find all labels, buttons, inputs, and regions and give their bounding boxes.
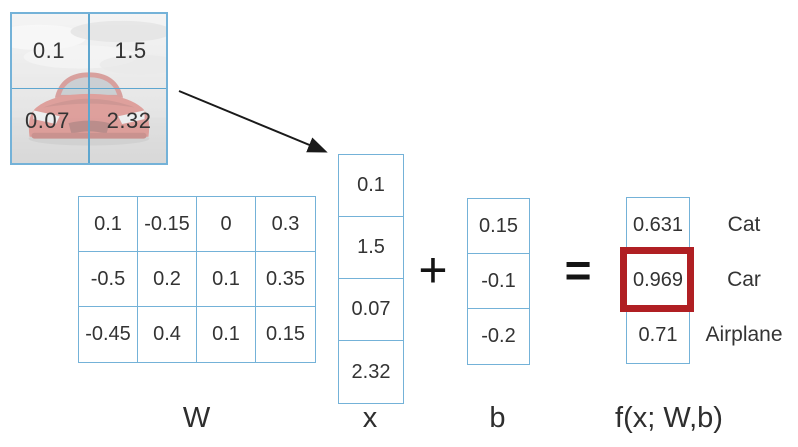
score-vector: 0.631 0.969 0.71 (626, 197, 690, 364)
arrow-icon (178, 90, 328, 153)
x-label: x (362, 402, 378, 434)
pixel-value: 0.07 (24, 108, 70, 134)
patch-grid-horizontal-line (12, 87, 166, 90)
score-cell-airplane: 0.71 (627, 308, 689, 363)
equals-operator: = (564, 244, 592, 296)
class-label-cat: Cat (727, 212, 761, 236)
matrix-cell: 0.35 (256, 252, 315, 307)
matrix-cell: 0.15 (256, 307, 315, 362)
vector-cell: -0.1 (468, 254, 529, 309)
matrix-cell: 0.1 (197, 252, 256, 307)
matrix-cell: 0.1 (197, 307, 256, 362)
pixel-value: 2.32 (106, 108, 152, 134)
vector-cell: 1.5 (339, 217, 403, 279)
bias-vector: 0.15 -0.1 -0.2 (467, 198, 530, 365)
x-vector: 0.1 1.5 0.07 2.32 (338, 154, 404, 404)
pixel-value: 0.1 (32, 38, 65, 64)
matrix-cell: 0.1 (79, 197, 138, 252)
vector-cell: 0.15 (468, 199, 529, 254)
score-cell-cat: 0.631 (627, 198, 689, 253)
pixel-value: 1.5 (114, 38, 147, 64)
class-labels: Cat Car Airplane (692, 197, 796, 362)
w-label: W (182, 402, 211, 434)
f-label: f(x; W,b) (615, 402, 723, 434)
input-image-patch: 0.1 1.5 0.07 2.32 (10, 12, 168, 165)
plus-operator: + (418, 242, 448, 298)
matrix-cell: -0.45 (79, 307, 138, 362)
matrix-cell: 0.4 (138, 307, 197, 362)
matrix-cell: 0.3 (256, 197, 315, 252)
matrix-cell: 0 (197, 197, 256, 252)
b-label: b (489, 402, 506, 434)
vector-cell: 0.07 (339, 279, 403, 341)
matrix-cell: 0.2 (138, 252, 197, 307)
vector-cell: 0.1 (339, 155, 403, 217)
weight-matrix: 0.1 -0.15 0 0.3 -0.5 0.2 0.1 0.35 -0.45 … (78, 196, 316, 363)
matrix-cell: -0.5 (79, 252, 138, 307)
vector-cell: -0.2 (468, 309, 529, 364)
highlight-box (620, 247, 694, 312)
class-label-airplane: Airplane (705, 322, 783, 346)
class-label-car: Car (727, 267, 761, 291)
matrix-cell: -0.15 (138, 197, 197, 252)
vector-cell: 2.32 (339, 341, 403, 403)
